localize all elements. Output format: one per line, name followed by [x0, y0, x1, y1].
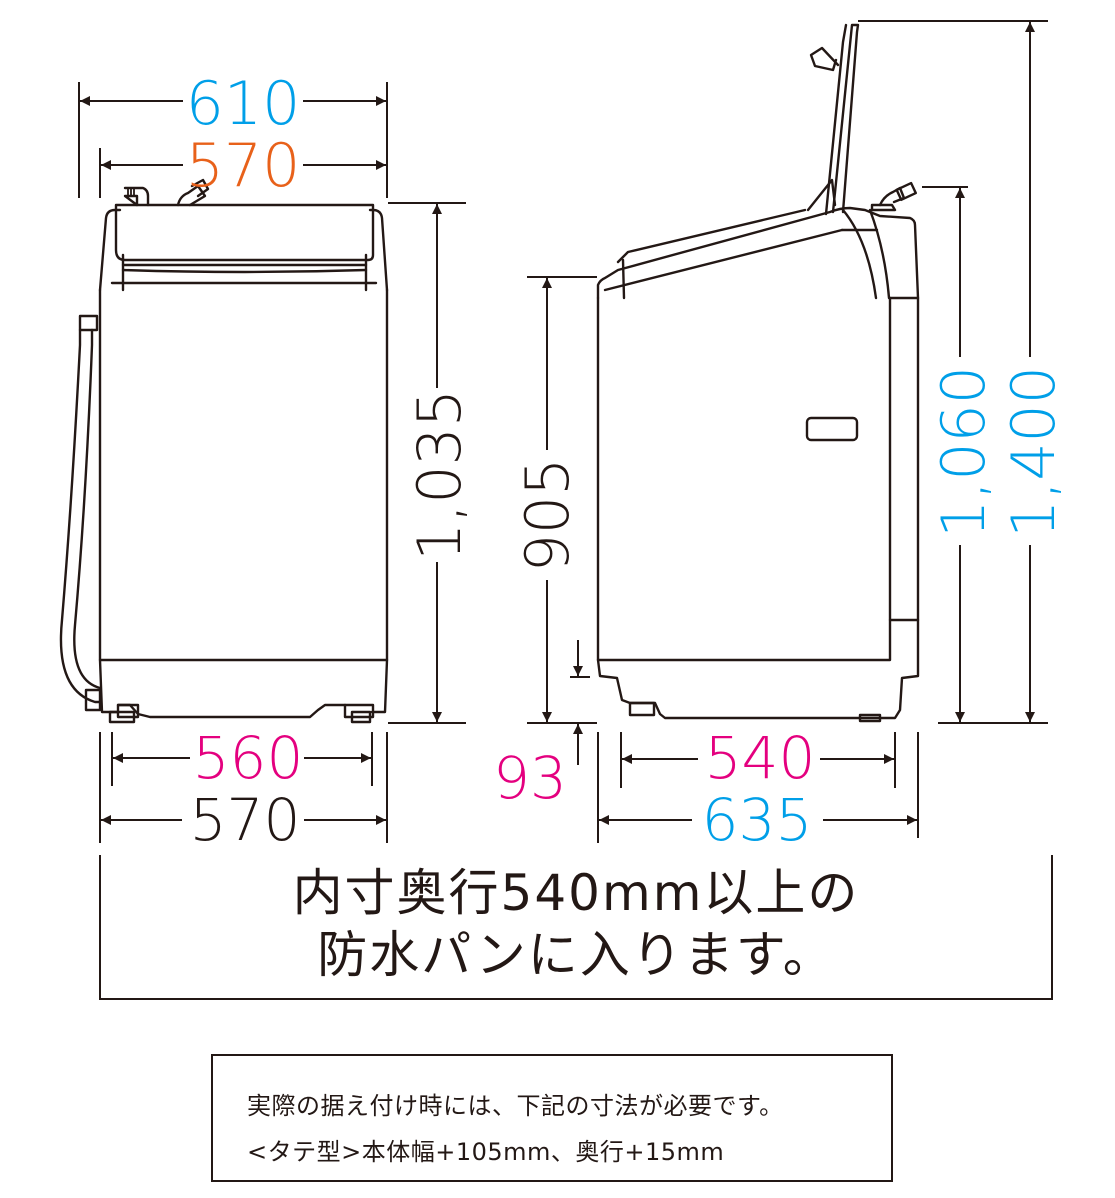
side-top-height-label: 1,060 [929, 366, 999, 538]
side-base-height-label: 93 [493, 744, 567, 812]
front-width-overall-dim [78, 82, 388, 198]
side-inner-depth-label: 540 [705, 724, 816, 792]
front-width-top-dim [99, 148, 386, 198]
side-lid-open-height-label: 1,400 [999, 366, 1069, 538]
front-view-washer [59, 178, 389, 724]
front-height-label: 1,035 [405, 389, 475, 561]
side-top-height-dim [922, 186, 1048, 724]
front-body-width-dim [99, 732, 388, 843]
install-note-line2: <タテ型>本体幅+105mm、奥行+15mm [247, 1138, 725, 1166]
front-foot-span-label: 560 [193, 724, 304, 792]
side-view-washer [596, 23, 920, 723]
pan-bracket [99, 855, 1053, 1000]
side-base-height-dim [570, 640, 590, 765]
side-depth-overall-dim [597, 732, 919, 843]
install-note-line1: 実際の据え付け時には、下記の寸法が必要です。 [247, 1092, 784, 1120]
front-width-overall-label: 610 [186, 69, 301, 139]
side-body-height-label: 905 [513, 458, 583, 573]
pan-note-line1: 内寸奥行540mm以上の [292, 864, 860, 922]
pan-note-line2: 防水パンに入ります。 [317, 926, 835, 984]
side-lid-open-height-dim [858, 20, 1048, 722]
side-depth-overall-label: 635 [702, 786, 813, 854]
side-inner-depth-dim [620, 732, 896, 788]
front-body-width-label: 570 [190, 786, 301, 854]
install-note-box: 実際の据え付け時には、下記の寸法が必要です。 <タテ型>本体幅+105mm、奥行… [211, 1054, 893, 1182]
front-foot-span-dim [111, 732, 373, 786]
side-body-height-dim [527, 276, 597, 724]
front-height-dim [388, 202, 466, 724]
front-width-top-label: 570 [186, 131, 301, 201]
